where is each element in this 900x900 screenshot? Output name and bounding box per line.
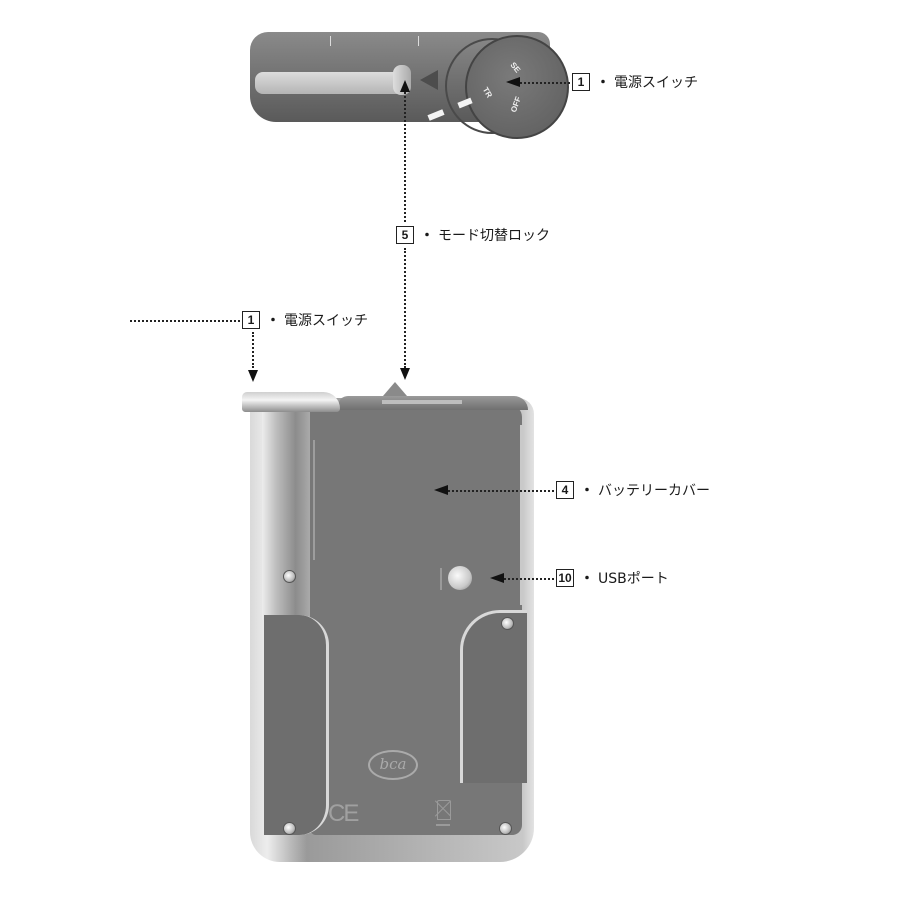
device-grip-left xyxy=(264,615,329,835)
panel-edge-highlight xyxy=(520,425,523,605)
screw-icon xyxy=(501,617,514,630)
callout-separator: ・ xyxy=(580,483,594,499)
weee-bin-icon xyxy=(437,800,451,820)
callout-label: 電源スイッチ xyxy=(614,75,698,91)
mode-lock-nub[interactable] xyxy=(383,382,407,396)
leader-line xyxy=(404,92,406,222)
leader-line xyxy=(448,490,554,492)
device-top-bar xyxy=(382,400,462,404)
arrow-up-icon xyxy=(400,80,410,92)
callout-usb-port: 10 ・ USBポート xyxy=(556,569,669,587)
screw-icon xyxy=(499,822,512,835)
callout-label: モード切替ロック xyxy=(438,228,550,244)
device-grip-right xyxy=(460,610,527,783)
ce-mark-icon: CE xyxy=(328,800,359,827)
arrow-left-icon xyxy=(506,77,520,87)
callout-separator: ・ xyxy=(580,571,594,587)
arrow-left-icon xyxy=(490,573,504,583)
callout-label: 電源スイッチ xyxy=(284,313,368,329)
device-left-column xyxy=(262,410,310,620)
weee-bar-icon xyxy=(436,824,450,826)
leader-line xyxy=(504,578,554,580)
callout-label: バッテリーカバー xyxy=(598,483,710,499)
callout-number: 5 xyxy=(396,226,414,244)
callout-number: 1 xyxy=(572,73,590,91)
callout-number: 4 xyxy=(556,481,574,499)
screw-icon xyxy=(283,822,296,835)
leader-line xyxy=(404,248,406,368)
callout-number: 1 xyxy=(242,311,260,329)
leader-line xyxy=(130,320,240,322)
leader-line xyxy=(252,332,254,368)
seam-mark xyxy=(330,36,331,46)
panel-seam xyxy=(313,440,315,560)
usb-port-seam xyxy=(440,568,442,590)
usb-port[interactable] xyxy=(448,566,472,590)
callout-power-switch-side: 1 ・ 電源スイッチ xyxy=(242,311,368,329)
bca-logo: bca xyxy=(368,750,418,780)
callout-mode-lock: 5 ・ モード切替ロック xyxy=(396,226,550,244)
callout-separator: ・ xyxy=(266,313,280,329)
seam-mark xyxy=(418,36,419,46)
power-switch-dial[interactable] xyxy=(465,35,569,139)
device-top-highlight xyxy=(255,72,400,94)
callout-label: USBポート xyxy=(598,571,669,587)
arrow-down-icon xyxy=(400,368,410,380)
screw-icon xyxy=(283,570,296,583)
leader-line xyxy=(520,82,570,84)
callout-number: 10 xyxy=(556,569,574,587)
mode-lock-triangle-icon xyxy=(420,70,438,90)
callout-separator: ・ xyxy=(420,228,434,244)
callout-battery-cover: 4 ・ バッテリーカバー xyxy=(556,481,710,499)
callout-power-switch-top: 1 ・ 電源スイッチ xyxy=(572,73,698,91)
power-switch-cap[interactable] xyxy=(242,392,340,412)
arrow-left-icon xyxy=(434,485,448,495)
arrow-down-icon xyxy=(248,370,258,382)
callout-separator: ・ xyxy=(596,75,610,91)
